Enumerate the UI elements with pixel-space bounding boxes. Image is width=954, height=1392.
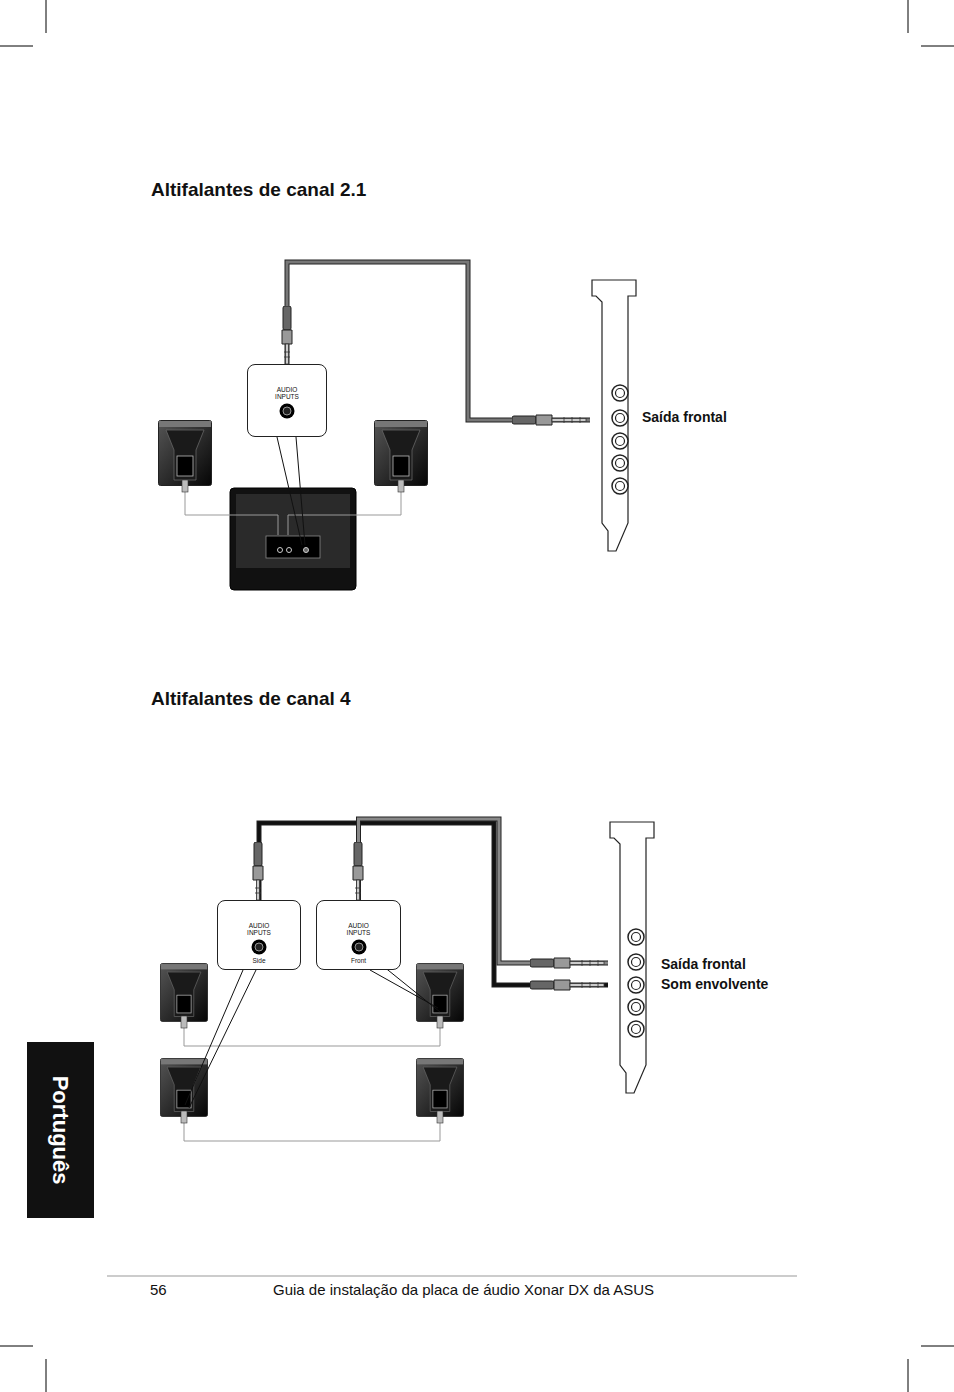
- jack-label: AUDIO INPUTS: [242, 922, 276, 936]
- sound-card: Saída frontal: [590, 278, 740, 553]
- audio-input-box: AUDIO INPUTS: [247, 364, 327, 437]
- section-heading: Altifalantes de canal 4: [151, 689, 351, 710]
- audio-cable: [259, 823, 608, 985]
- card-bracket: [608, 820, 658, 1095]
- page-number: 56: [150, 1282, 167, 1299]
- input-jack: [350, 938, 368, 956]
- port-label: Saída frontal: [642, 409, 727, 425]
- port-label: Som envolvente: [661, 976, 768, 992]
- footer-text: Guia de instalação da placa de áudio Xon…: [273, 1282, 654, 1299]
- section-heading: Altifalantes de canal 2.1: [151, 180, 366, 201]
- audio-cable: [287, 262, 590, 420]
- input-jack: [250, 938, 268, 956]
- port-label: Saída frontal: [661, 956, 746, 972]
- jack-label: AUDIO INPUTS: [270, 386, 304, 400]
- input-jack: [278, 402, 296, 420]
- channel-label: Side: [218, 957, 300, 964]
- channel-label: Front: [317, 957, 400, 964]
- audio-input-box: AUDIO INPUTS Side: [217, 900, 301, 970]
- jack-label: AUDIO INPUTS: [342, 922, 376, 936]
- language-tab: Português: [48, 1076, 72, 1185]
- card-bracket: [590, 278, 640, 553]
- sound-card: Saída frontalSom envolvente: [608, 820, 778, 1095]
- audio-input-box: AUDIO INPUTS Front: [316, 900, 401, 970]
